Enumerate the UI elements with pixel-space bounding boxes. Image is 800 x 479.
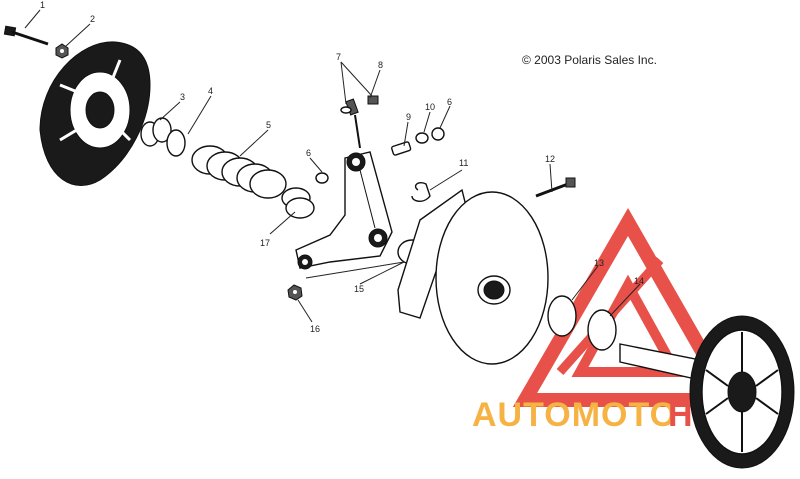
part-cover-plate [39,41,151,186]
part-moveable-sheave [397,188,549,365]
callout-13: 13 [594,258,604,268]
callout-8: 8 [378,60,383,70]
watermark-triangle-outer [512,207,743,407]
callout-6-right: 6 [447,97,452,107]
part-1-bolt [3,25,49,46]
part-9-pin [391,141,412,156]
callout-5: 5 [266,120,271,130]
callout-3: 3 [180,92,185,102]
watermark-text-left: AUTOMOTO [472,396,677,434]
callout-14: 14 [634,276,644,286]
callout-2: 2 [90,14,95,24]
part-14-washer [587,309,617,351]
part-5-spring [191,145,287,199]
part-13-bushing [547,295,577,337]
part-17-bushing [281,187,315,219]
part-6-roller-left [315,172,329,184]
part-spider-arm [295,151,393,270]
part-4-ring [166,129,186,157]
part-11-clip [411,181,431,202]
callout-4: 4 [208,86,213,96]
copyright-notice: © 2003 Polaris Sales Inc. [522,53,657,67]
callout-12: 12 [545,154,555,164]
callout-7: 7 [336,52,341,62]
part-12-bolt [535,177,576,198]
callout-9: 9 [406,112,411,122]
part-fixed-sheave [619,315,795,469]
callout-11: 11 [459,158,468,168]
callout-6-left: 6 [306,148,311,158]
part-6-roller-right [431,127,445,141]
callout-1: 1 [40,0,45,10]
callout-labels: 1 2 3 4 5 6 6 7 8 9 10 11 12 13 14 15 16… [40,0,644,334]
part-2-nut [55,43,69,59]
part-10-bushing [415,132,429,144]
callout-17: 17 [260,238,270,248]
leader-lines [24,9,641,323]
callout-15: 15 [354,284,364,294]
part-16-nut [287,284,303,301]
callout-16: 16 [310,324,320,334]
part-7-8-pins [340,95,379,149]
callout-10: 10 [425,102,435,112]
